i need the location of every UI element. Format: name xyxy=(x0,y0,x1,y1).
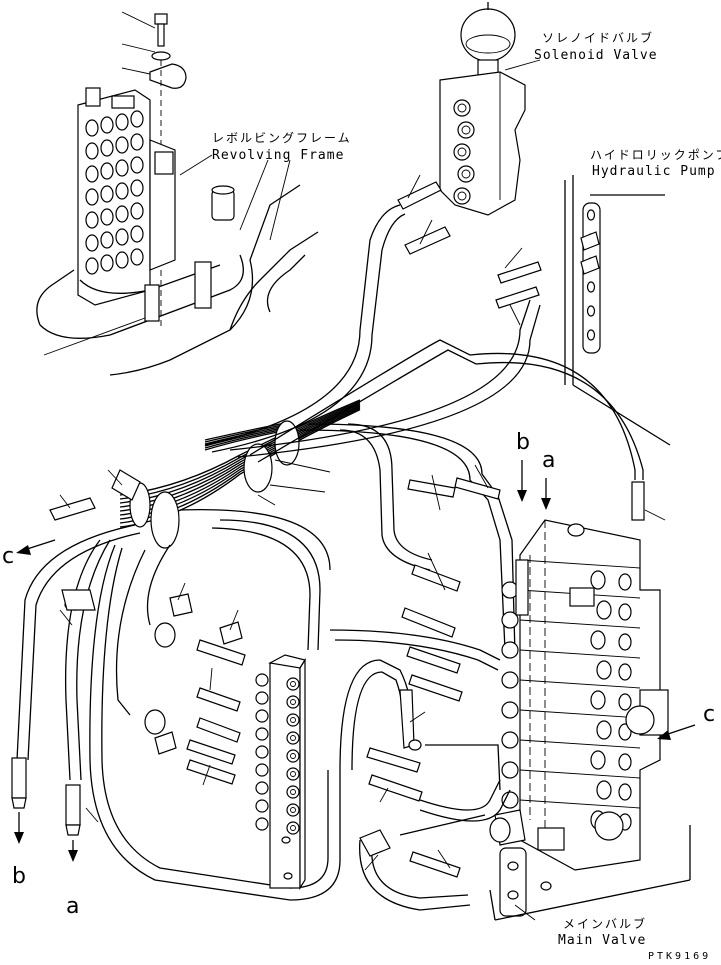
solenoid-valve-label-en: Solenoid Valve xyxy=(534,48,658,63)
revolving-frame-label-jp: レボルビングフレーム xyxy=(212,131,352,145)
upper-hoses xyxy=(204,174,666,521)
reference-arrows xyxy=(14,460,696,862)
left-hose-loops xyxy=(11,494,341,901)
label-leaders xyxy=(179,59,541,921)
revolving-frame-label-en: Revolving Frame xyxy=(212,148,345,163)
ref-a-bottom: a xyxy=(66,894,80,919)
ref-c-right: c xyxy=(703,702,716,727)
solenoid-valve-label-jp: ソレノイドバルブ xyxy=(542,31,655,45)
revolving-frame xyxy=(109,159,319,376)
main-valve-hoses xyxy=(299,423,516,702)
hydraulic-pump-label-jp: ハイドロリックポンプ xyxy=(590,148,721,162)
hydraulic-pump-panel xyxy=(564,175,671,446)
main-valve-label-jp: メインバルブ xyxy=(563,917,648,931)
ref-a-top: a xyxy=(542,448,556,473)
main-valve xyxy=(489,519,691,921)
drawing-code: PTK9169 xyxy=(648,951,712,962)
hose-bundle xyxy=(107,399,361,549)
ref-b-top: b xyxy=(516,430,530,455)
center-manifold xyxy=(144,582,306,891)
main-valve-label-en: Main Valve xyxy=(558,933,647,948)
ref-c-left: c xyxy=(2,544,15,569)
solenoid-valve xyxy=(439,2,526,216)
hydraulic-pump-label-en: Hydraulic Pump xyxy=(592,164,716,179)
control-valve-assembly-upper xyxy=(36,87,244,356)
ref-b-bottom: b xyxy=(12,864,26,889)
lower-hoses xyxy=(339,659,511,911)
